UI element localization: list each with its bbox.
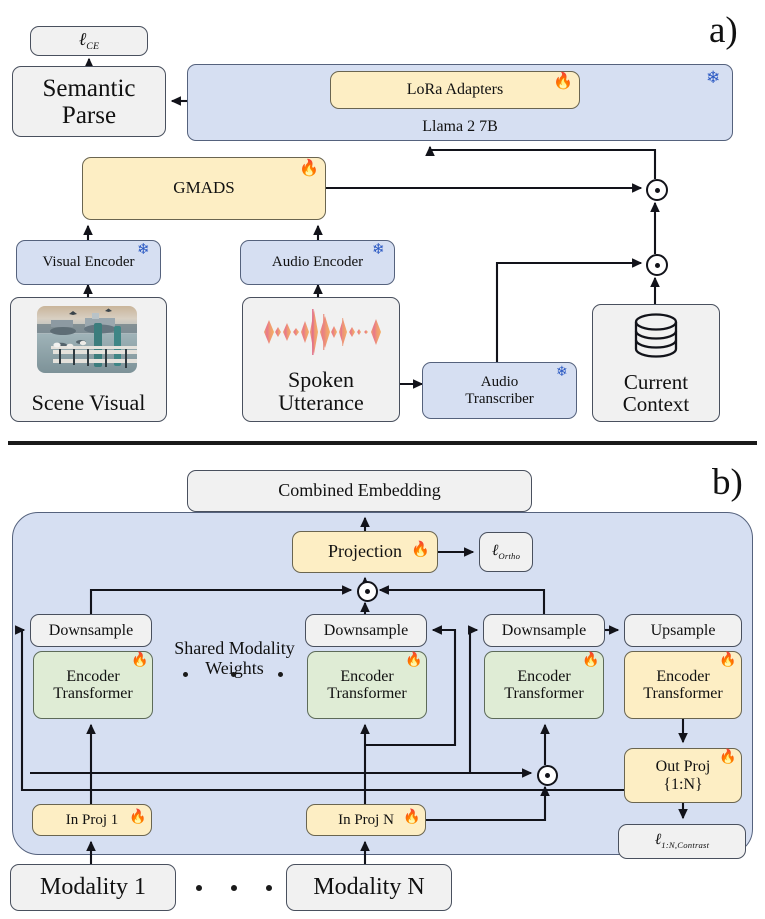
encoder-transformer-label-2: Encoder Transformer [327, 667, 407, 702]
dot [230, 672, 236, 677]
in-proj-box-1: In Proj 1 [32, 804, 152, 836]
encoder-transformer-label-1: Encoder Transformer [53, 667, 133, 702]
loss-ortho-symbol: ℓ [491, 541, 499, 559]
scene-visual-thumbnail [37, 306, 137, 373]
shared-weights-ellipsis [183, 672, 283, 677]
semantic-parse-label: Semantic Parse [42, 74, 136, 129]
loss-ortho-label: ℓOrtho [491, 541, 521, 561]
encoder-transformer-label-4: Encoder Transformer [643, 667, 723, 702]
in-proj-box-2: In Proj N [306, 804, 426, 836]
upsample-box-4: Upsample [624, 614, 742, 647]
dot [266, 885, 272, 891]
encoder-transformer-box-3: Encoder Transformer [484, 651, 604, 719]
projection-box: Projection [292, 531, 438, 573]
lora-adapters-label: LoRa Adapters [406, 81, 504, 99]
encoder-transformer-label-3: Encoder Transformer [504, 667, 584, 702]
audio-encoder-box: Audio Encoder [240, 240, 395, 285]
modality-ellipsis [196, 885, 272, 891]
out-proj-label: Out Proj {1:N} [655, 758, 711, 793]
modality-box-1: Modality 1 [10, 864, 176, 911]
loss-contrast-symbol: ℓ [654, 831, 662, 849]
gmads-label: GMADS [173, 178, 235, 198]
dot [196, 885, 202, 891]
visual-encoder-box: Visual Encoder [16, 240, 161, 285]
panel-b-letter: b) [712, 462, 743, 503]
modality-label-2: Modality N [313, 873, 425, 900]
dot [278, 672, 283, 677]
harbor-photo-svg [37, 306, 137, 373]
merge-node-top [646, 179, 668, 201]
modality-label-1: Modality 1 [40, 873, 146, 900]
in-proj-label-2: In Proj N [338, 811, 394, 828]
in-proj-label-1: In Proj 1 [65, 811, 119, 828]
combined-embedding-label: Combined Embedding [278, 480, 441, 501]
spoken-utterance-box: Spoken Utterance [242, 297, 400, 422]
downsample-label-1: Downsample [48, 621, 134, 639]
merge-node-projection [357, 581, 378, 602]
encoder-transformer-box-4: Encoder Transformer [624, 651, 742, 719]
audio-transcriber-box: Audio Transcriber [422, 362, 577, 419]
projection-label: Projection [328, 541, 402, 562]
audio-encoder-label: Audio Encoder [271, 254, 364, 271]
downsample-label-3: Downsample [501, 621, 587, 639]
panel-a-letter: a) [709, 10, 738, 51]
audio-waveform-icon [252, 308, 392, 356]
loss-ortho-subscript: Ortho [498, 550, 521, 561]
merge-node-inproj [537, 765, 558, 786]
downsample-box-2: Downsample [305, 614, 427, 647]
audio-transcriber-label: Audio Transcriber [465, 374, 534, 407]
combined-embedding-box: Combined Embedding [187, 470, 532, 512]
modality-box-2: Modality N [286, 864, 452, 911]
dot [231, 885, 237, 891]
loss-ce-box: ℓCE [30, 26, 148, 56]
loss-ortho-box: ℓOrtho [479, 532, 533, 572]
encoder-transformer-box-1: Encoder Transformer [33, 651, 153, 719]
spoken-utterance-label: Spoken Utterance [278, 366, 364, 416]
loss-contrast-box: ℓ1:N,Contrast [618, 824, 746, 859]
loss-ce-symbol: ℓ [78, 28, 87, 49]
shared-modality-weights-label: Shared Modality Weights [174, 637, 295, 679]
semantic-parse-box: Semantic Parse [12, 66, 166, 137]
loss-ce-label: ℓCE [78, 28, 100, 53]
scene-visual-label: Scene Visual [31, 390, 146, 416]
downsample-box-3: Downsample [483, 614, 605, 647]
out-proj-box: Out Proj {1:N} [624, 748, 742, 803]
current-context-box: Current Context [592, 304, 720, 422]
loss-ce-subscript: CE [86, 40, 100, 52]
upsample-label-4: Upsample [650, 621, 716, 639]
current-context-label: Current Context [622, 369, 690, 417]
dot [183, 672, 188, 677]
visual-encoder-label: Visual Encoder [42, 254, 135, 271]
encoder-transformer-box-2: Encoder Transformer [307, 651, 427, 719]
gmads-box: GMADS [82, 157, 326, 220]
panel-divider [8, 441, 757, 445]
merge-node-bottom [646, 254, 668, 276]
lora-adapters-box: LoRa Adapters [330, 71, 580, 109]
loss-contrast-label: ℓ1:N,Contrast [654, 831, 710, 851]
database-icon [629, 312, 683, 360]
downsample-box-1: Downsample [30, 614, 152, 647]
downsample-label-2: Downsample [323, 621, 409, 639]
llama-model-label: Llama 2 7B [422, 117, 498, 135]
loss-contrast-subscript: 1:N,Contrast [661, 840, 710, 851]
